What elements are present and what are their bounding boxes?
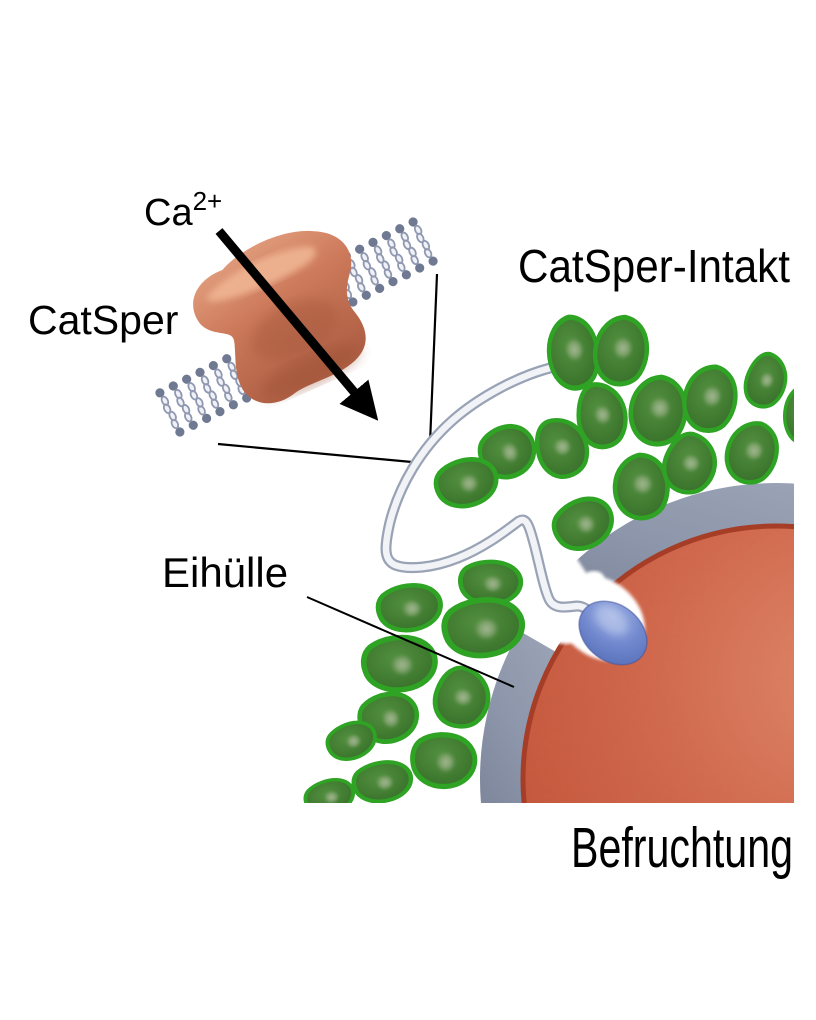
sperm-head [578,600,648,666]
magnifier-line-right [428,273,439,444]
catsper-channel-inset [154,211,440,438]
label-calcium-ion: Ca2+ [144,186,222,234]
magnifier-lines [217,273,439,464]
egg-texture [526,529,794,803]
label-befruchtung: Befruchtung [571,816,793,880]
egg-coat-lower-segment [480,631,557,803]
eihuelle-pointer-line [306,596,515,688]
calcium-symbol: Ca [144,192,193,234]
calcium-influx-arrow [215,228,379,421]
label-catsper-intakt: CatSper-Intakt [518,240,790,292]
label-eihuelle: Eihülle [162,549,288,596]
sperm-tail [380,362,606,631]
label-catsper: CatSper [28,297,178,343]
magnifier-line-bottom [217,442,413,464]
cumulus-cell [363,636,436,691]
calcium-charge-superscript: 2+ [193,186,223,216]
